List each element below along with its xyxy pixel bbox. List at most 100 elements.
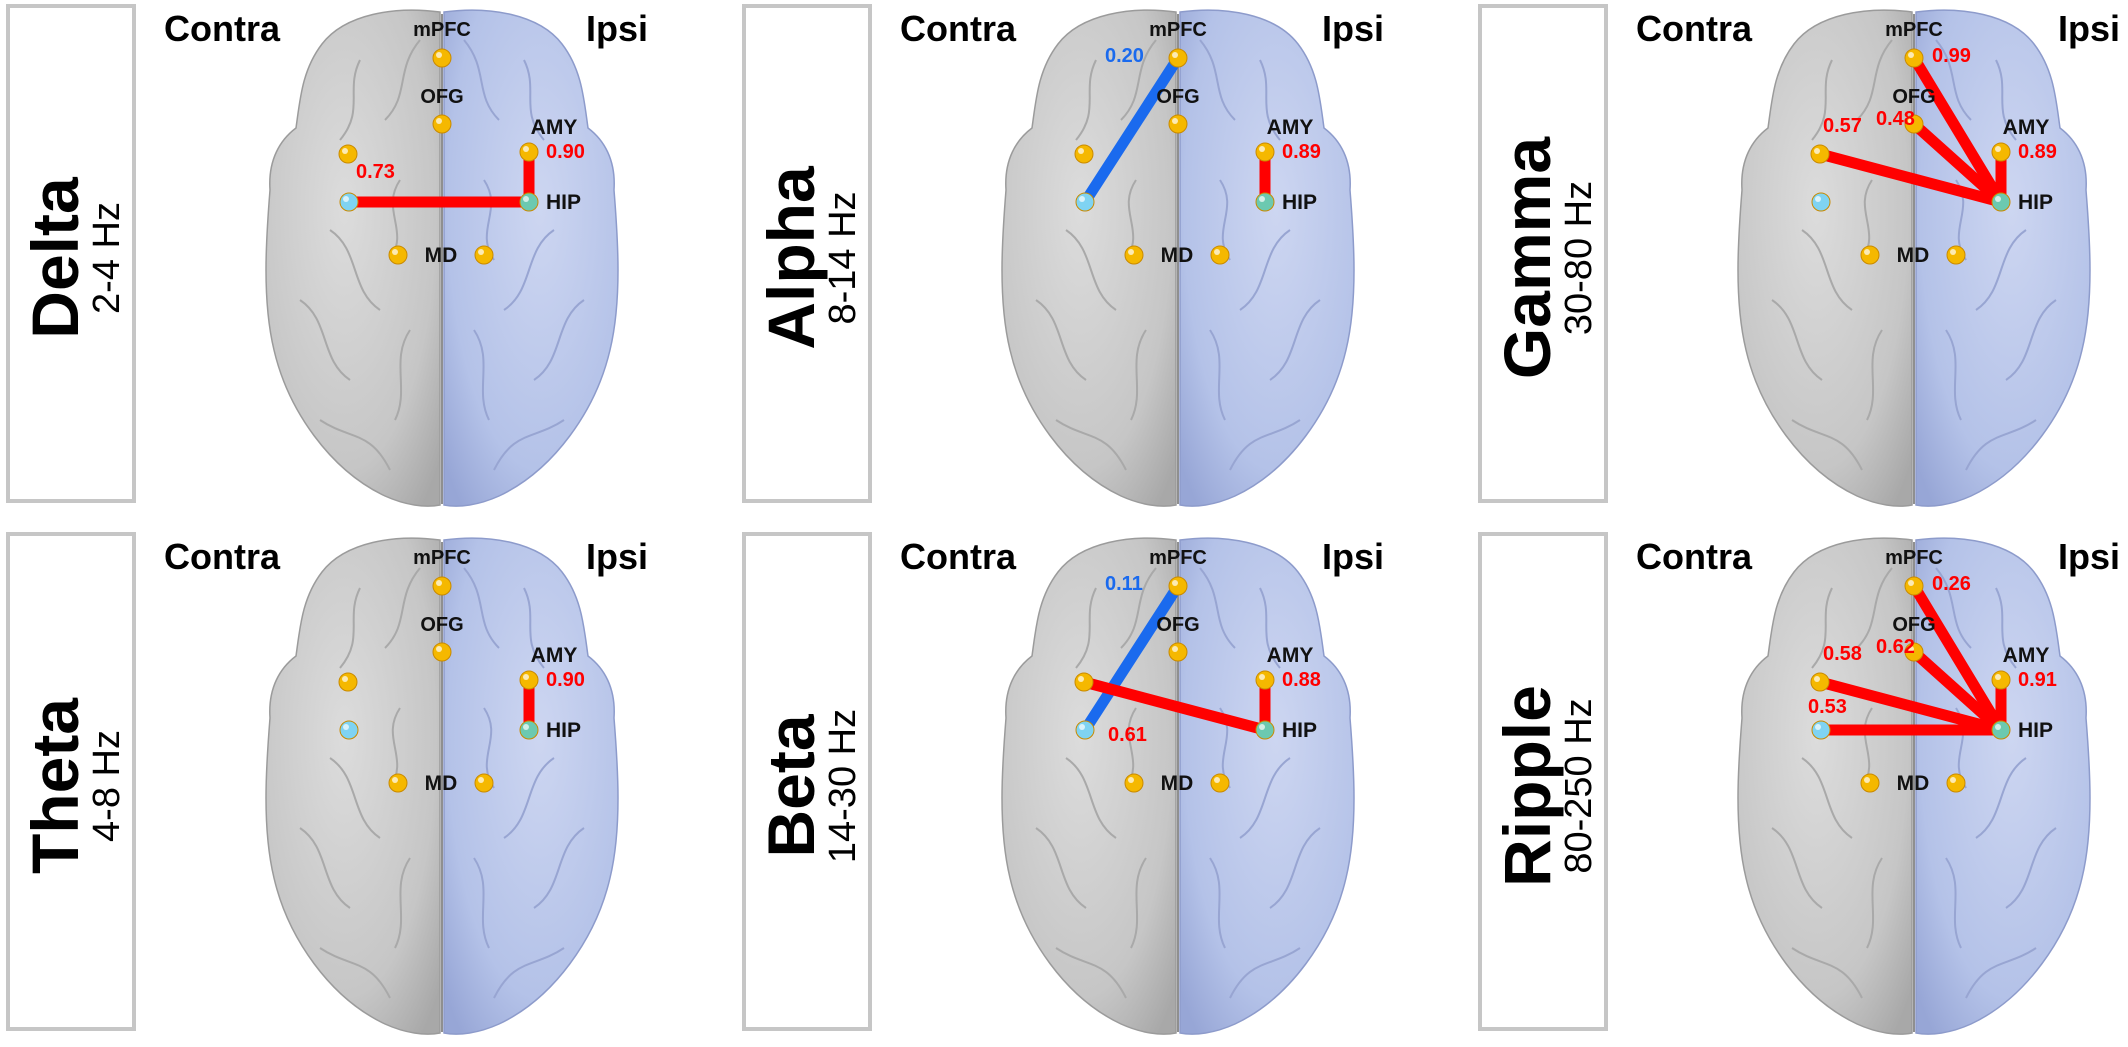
node-chip: [1811, 192, 1831, 212]
node-highlight: [1814, 676, 1820, 682]
contra-sulcus: [319, 947, 391, 999]
node-highlight: [478, 777, 484, 783]
node-highlight: [1078, 148, 1084, 154]
node-highlight: [1995, 724, 2001, 730]
node-mpfc: [1904, 48, 1924, 68]
contra-sulcus: [1065, 757, 1117, 839]
edge-value: 0.20: [1105, 45, 1144, 67]
node-mpfc: [432, 576, 452, 596]
contra-sulcus: [1791, 419, 1863, 471]
ipsi-sulcus: [473, 857, 490, 949]
edge-value: 0.62: [1876, 636, 1915, 658]
ipsi-sulcus: [1945, 857, 1962, 949]
node-highlight: [1259, 196, 1265, 202]
contra-sulcus: [329, 229, 381, 311]
node-highlight: [343, 724, 349, 730]
node-label-hip: HIP: [1282, 719, 1317, 742]
contra-sulcus: [1055, 947, 1127, 999]
node-highlight: [1214, 249, 1220, 255]
node-imd: [474, 245, 494, 265]
node-ihip: [1991, 720, 2011, 740]
node-highlight: [392, 249, 398, 255]
ipsi-sulcus: [1965, 419, 2037, 471]
node-label-hip: HIP: [2018, 191, 2053, 214]
ipsi-sulcus: [533, 299, 585, 381]
edge-camy-ihip: [1082, 676, 1267, 736]
edge-value: 0.61: [1108, 724, 1147, 746]
node-label-amy: AMY: [1267, 644, 1314, 667]
contra-sulcus: [384, 39, 421, 121]
ipsi-sulcus: [523, 59, 545, 141]
contra-label: Contra: [164, 8, 280, 49]
contra-sulcus: [394, 329, 411, 421]
node-cmd: [1124, 245, 1144, 265]
ipsi-sulcus: [1209, 857, 1226, 949]
ipsi-sulcus: [463, 39, 500, 121]
ipsi-sulcus: [1229, 947, 1301, 999]
node-chip: [1811, 720, 1831, 740]
ipsi-sulcus: [1259, 59, 1281, 141]
node-camy: [1810, 672, 1830, 692]
contra-sulcus: [1791, 947, 1863, 999]
node-ofg: [432, 642, 452, 662]
ipsi-sulcus: [533, 827, 585, 909]
node-iamy: [1255, 670, 1275, 690]
node-label-hip: HIP: [1282, 191, 1317, 214]
ipsi-sulcus: [1995, 59, 2017, 141]
ipsi-sulcus: [1975, 757, 2027, 839]
contra-label: Contra: [164, 536, 280, 577]
node-highlight: [523, 674, 529, 680]
contra-sulcus: [1771, 299, 1823, 381]
ipsi-sulcus: [1239, 757, 1291, 839]
node-mpfc: [1168, 48, 1188, 68]
contra-sulcus: [1856, 39, 1893, 121]
edge-value: 0.89: [1282, 141, 1321, 163]
node-label-hip: HIP: [2018, 719, 2053, 742]
node-label-ofg: OFG: [1892, 614, 1935, 636]
node-highlight: [436, 580, 442, 586]
node-highlight: [1995, 146, 2001, 152]
ipsi-label: Ipsi: [586, 536, 649, 577]
node-imd: [474, 773, 494, 793]
ipsi-hemisphere: [443, 9, 619, 507]
node-imd: [1210, 773, 1230, 793]
node-label-ofg: OFG: [1156, 614, 1199, 636]
node-imd: [1210, 245, 1230, 265]
node-highlight: [1995, 674, 2001, 680]
node-imd: [1946, 245, 1966, 265]
edge-value: 0.53: [1808, 696, 1847, 718]
node-label-md: MD: [1161, 244, 1194, 267]
ipsi-hemisphere: [1179, 537, 1355, 1035]
edge-value: 0.88: [1282, 669, 1321, 691]
node-cmd: [1860, 245, 1880, 265]
ipsi-sulcus: [473, 329, 490, 421]
contra-sulcus: [1866, 857, 1883, 949]
node-camy: [338, 144, 358, 164]
contra-sulcus: [1866, 329, 1883, 421]
contra-sulcus: [339, 587, 361, 669]
ipsi-sulcus: [1199, 39, 1236, 121]
node-highlight: [1815, 196, 1821, 202]
node-highlight: [1908, 580, 1914, 586]
node-highlight: [1995, 196, 2001, 202]
node-highlight: [1864, 249, 1870, 255]
node-ihip: [1255, 720, 1275, 740]
node-mpfc: [1904, 576, 1924, 596]
node-highlight: [523, 724, 529, 730]
ipsi-sulcus: [1269, 299, 1321, 381]
contra-hemisphere: [1737, 537, 1913, 1035]
node-label-ofg: OFG: [1892, 86, 1935, 108]
node-highlight: [436, 118, 442, 124]
ipsi-label: Ipsi: [1322, 8, 1385, 49]
ipsi-sulcus: [1935, 567, 1972, 649]
node-highlight: [1950, 777, 1956, 783]
node-label-amy: AMY: [1267, 116, 1314, 139]
